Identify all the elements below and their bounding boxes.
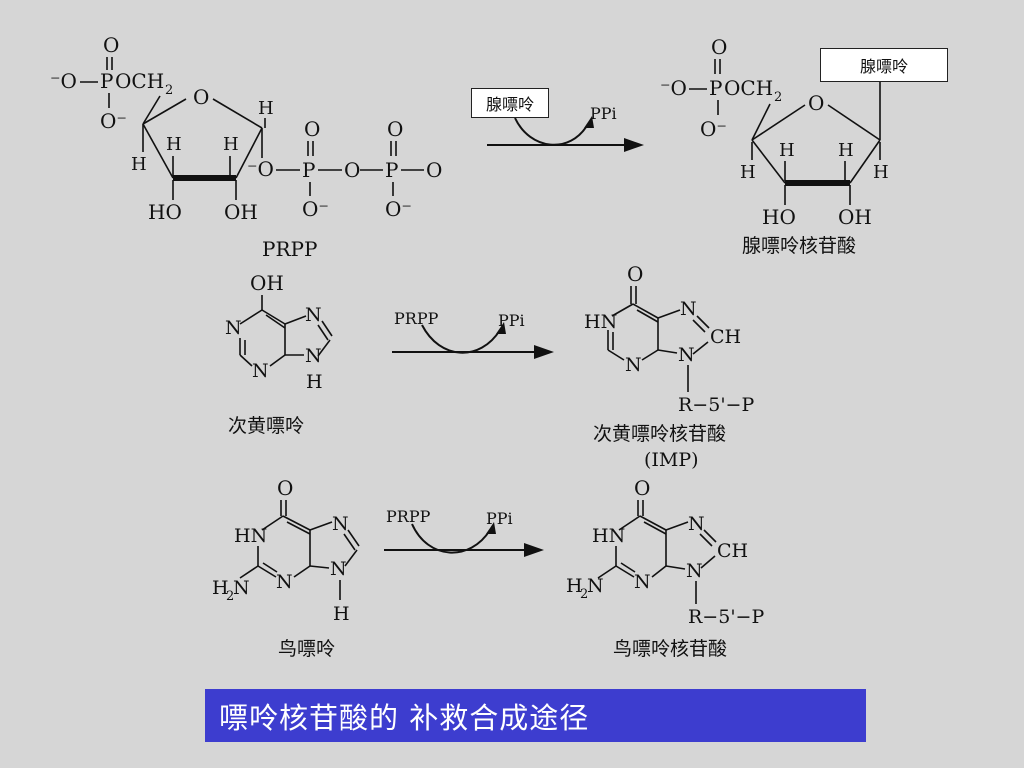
reaction2-product-name: 次黄嘌呤核苷酸 bbox=[593, 423, 726, 445]
atom-h: H bbox=[223, 134, 239, 155]
atom-o: O bbox=[634, 476, 650, 500]
atom-n: N bbox=[332, 513, 349, 535]
atom-o: O bbox=[277, 476, 293, 500]
atom-r5p: R−5'−P bbox=[678, 394, 754, 416]
atom-n: N bbox=[680, 298, 697, 320]
atom-n: N bbox=[330, 558, 347, 580]
atom-o-minus: O⁻ bbox=[302, 197, 329, 221]
atom-ho: HO bbox=[762, 205, 796, 229]
atom-p: P bbox=[302, 158, 315, 182]
atom-h2n: H bbox=[212, 577, 229, 599]
atom-hn: HN bbox=[592, 525, 625, 547]
atom-h: H bbox=[131, 154, 147, 175]
reaction1-enzyme-box: 腺嘌呤 bbox=[471, 88, 549, 118]
atom-och2: OCH bbox=[724, 76, 773, 100]
subscript-2: 2 bbox=[774, 90, 782, 105]
atom-h: H bbox=[740, 162, 756, 183]
atom-h: H bbox=[838, 140, 854, 161]
atom-o-minus: O⁻ bbox=[700, 117, 727, 141]
atom-o: O bbox=[387, 117, 403, 141]
atom-n: N bbox=[678, 344, 695, 366]
atom-h: H bbox=[873, 162, 889, 183]
atom-n: N bbox=[276, 571, 293, 593]
adenine-nucleotide-structure: O ⁻O P OCH 2 O⁻ O H H H H HO OH bbox=[660, 35, 889, 229]
ring-o: O bbox=[808, 91, 824, 115]
atom-n: N bbox=[305, 345, 322, 367]
atom-minus-o: ⁻O bbox=[50, 69, 77, 93]
atom-hn: HN bbox=[234, 525, 267, 547]
atom-n: N bbox=[225, 317, 242, 339]
atom-h2n: H bbox=[566, 575, 583, 597]
atom-h: H bbox=[166, 134, 182, 155]
atom-h: H bbox=[306, 371, 323, 393]
atom-n: N bbox=[625, 354, 642, 376]
reaction1-product-box: 腺嘌呤 bbox=[820, 48, 948, 82]
atom-n: N bbox=[305, 304, 322, 326]
atom-h: H bbox=[779, 140, 795, 161]
atom-n: N bbox=[686, 560, 703, 582]
reaction3-cosubstrate: PRPP bbox=[386, 507, 431, 526]
atom-o: O bbox=[344, 158, 360, 182]
guanine-nucleotide-structure: O HN N H 2 N N CH N R−5'−P bbox=[566, 476, 764, 628]
reaction1-product-name: 腺嘌呤核苷酸 bbox=[742, 235, 856, 257]
atom-n: N bbox=[587, 575, 604, 597]
reaction3-byproduct: PPi bbox=[486, 509, 513, 528]
reaction3-product-name: 鸟嘌呤核苷酸 bbox=[613, 638, 727, 660]
reaction1-byproduct: PPi bbox=[590, 104, 617, 123]
atom-h: H bbox=[333, 603, 350, 625]
subscript-2: 2 bbox=[580, 587, 588, 602]
atom-o: O bbox=[304, 117, 320, 141]
atom-o: O bbox=[711, 35, 727, 59]
subscript-2: 2 bbox=[226, 589, 234, 604]
atom-oh: OH bbox=[250, 271, 284, 295]
atom-r5p: R−5'−P bbox=[688, 606, 764, 628]
atom-o: O bbox=[627, 262, 643, 286]
slide-title: 嘌呤核苷酸的 补救合成途径 bbox=[205, 689, 866, 742]
atom-p: P bbox=[709, 76, 722, 100]
atom-minus-o: ⁻O bbox=[660, 76, 687, 100]
atom-n: N bbox=[252, 360, 269, 382]
atom-n: N bbox=[634, 571, 651, 593]
atom-ch: CH bbox=[710, 326, 741, 348]
reaction2-cosubstrate: PRPP bbox=[394, 309, 439, 328]
reaction2-reactant-name: 次黄嘌呤 bbox=[228, 415, 304, 437]
ring-o: O bbox=[193, 85, 209, 109]
atom-n: N bbox=[233, 577, 250, 599]
guanine-structure: O HN N H 2 N N N H bbox=[212, 476, 360, 625]
subscript-2: 2 bbox=[165, 83, 173, 98]
reaction2-product-abbr: (IMP) bbox=[644, 449, 699, 471]
atom-hn: HN bbox=[584, 311, 617, 333]
atom-p: P bbox=[385, 158, 398, 182]
imp-structure: O HN N N CH N R−5'−P bbox=[584, 262, 754, 416]
atom-oh: OH bbox=[224, 200, 258, 224]
prpp-structure: O ⁻O P OCH 2 O⁻ O H H H H HO OH ⁻O P bbox=[50, 33, 442, 224]
reaction3-reactant-name: 鸟嘌呤 bbox=[278, 638, 335, 660]
atom-h: H bbox=[258, 98, 274, 119]
atom-och2: OCH bbox=[115, 69, 164, 93]
atom-p: P bbox=[100, 69, 113, 93]
atom-minus-o: ⁻O bbox=[247, 157, 274, 181]
reaction1-arrow bbox=[487, 116, 644, 152]
atom-o: O bbox=[103, 33, 119, 57]
atom-ch: CH bbox=[717, 540, 748, 562]
prpp-label: PRPP bbox=[262, 237, 317, 261]
hypoxanthine-structure: OH N N N N H bbox=[225, 271, 333, 393]
atom-o: O bbox=[426, 158, 442, 182]
atom-o-minus: O⁻ bbox=[100, 109, 127, 133]
atom-ho: HO bbox=[148, 200, 182, 224]
reaction3-arrow bbox=[384, 522, 544, 557]
atom-oh: OH bbox=[838, 205, 872, 229]
atom-o-minus: O⁻ bbox=[385, 197, 412, 221]
reaction2-byproduct: PPi bbox=[498, 311, 525, 330]
reaction2-arrow bbox=[392, 322, 554, 359]
atom-n: N bbox=[688, 513, 705, 535]
